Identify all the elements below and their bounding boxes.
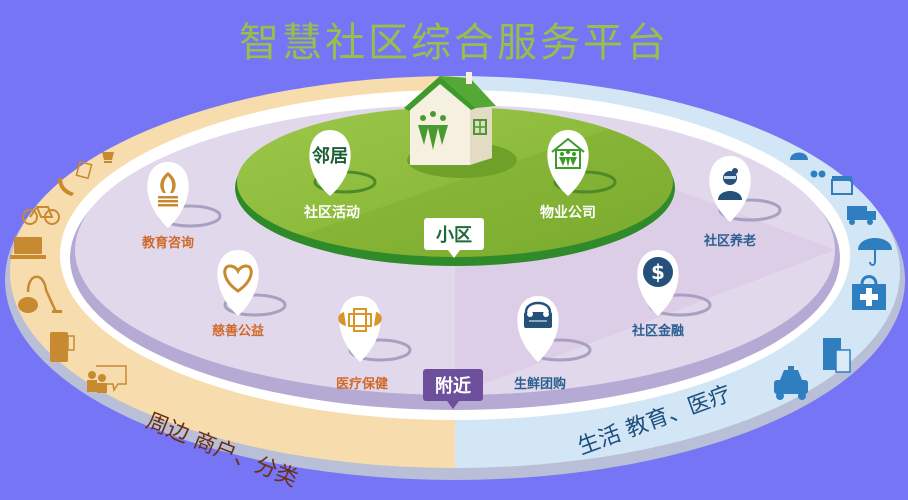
gift-box-icon (831, 176, 853, 195)
pin-charity (217, 250, 287, 317)
label-community-activity[interactable]: 社区活动 (304, 205, 360, 221)
tag-nearby: 附近 (423, 369, 483, 409)
label-charity[interactable]: 慈善公益 (211, 324, 265, 339)
pin-education (147, 162, 222, 228)
phone-handset-icon (58, 178, 74, 196)
pin-elderly (709, 156, 782, 222)
label-healthcare[interactable]: 医疗保健 (335, 377, 389, 392)
label-education-consult[interactable]: 教育咨询 (141, 236, 195, 251)
dollar-sign-icon: $ (651, 260, 665, 284)
book-teacher-icon (823, 338, 851, 373)
pin-neighbor (309, 130, 377, 196)
laptop-icon (10, 237, 46, 259)
cherries-icon (810, 170, 826, 178)
pos-terminal-icon (50, 332, 75, 362)
document-pen-icon (75, 160, 93, 180)
tag-community: 小区 (424, 218, 484, 258)
elderly-woman-icon (718, 168, 742, 200)
food-cloche-icon (790, 152, 808, 160)
label-fresh-group-buy[interactable]: 生鲜团购 (513, 377, 567, 392)
people-chat-icon (87, 365, 127, 393)
right-outer-icons (774, 152, 892, 400)
taxi-icon (774, 366, 808, 400)
shopping-basket-icon (524, 301, 552, 328)
neighbor-pin-text: 邻居 (312, 146, 348, 167)
label-property-company[interactable]: 物业公司 (540, 205, 596, 221)
medical-kit-icon (852, 275, 886, 310)
pin-property (547, 130, 617, 196)
winged-cross-icon (338, 308, 382, 332)
umbrella-icon (858, 238, 892, 266)
label-elderly-care[interactable]: 社区养老 (703, 234, 757, 249)
pin-medical (338, 296, 412, 362)
delivery-truck-icon (847, 206, 876, 225)
dollar-coin-icon (643, 257, 673, 287)
pin-grocery (517, 296, 592, 362)
left-outer-icons (10, 152, 127, 393)
coffee-cup-icon (102, 152, 114, 163)
pin-finance (637, 250, 712, 317)
page-title: 智慧社区综合服务平台 (239, 20, 669, 66)
lamp-book-icon (158, 172, 178, 207)
label-community-finance[interactable]: 社区金融 (631, 324, 685, 339)
house-people-icon (404, 72, 496, 165)
vacuum-cleaner-icon (18, 275, 62, 313)
smiling-heart-icon (223, 264, 253, 293)
bicycle-icon (22, 206, 60, 225)
